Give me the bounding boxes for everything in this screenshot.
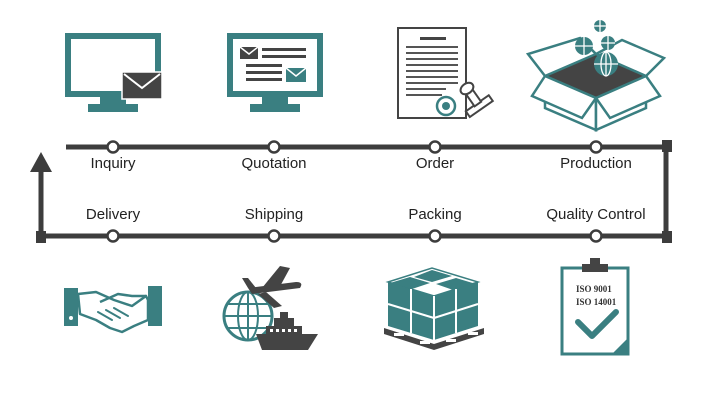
node-inquiry bbox=[106, 140, 120, 154]
label-shipping: Shipping bbox=[244, 206, 304, 223]
monitor-quote-icon bbox=[227, 33, 323, 112]
label-delivery: Delivery bbox=[85, 206, 141, 223]
handshake-icon bbox=[64, 286, 162, 334]
up-arrow-head bbox=[30, 152, 52, 172]
right-end-cap-bottom bbox=[662, 231, 672, 243]
node-quotation bbox=[267, 140, 281, 154]
right-end-cap-top bbox=[662, 140, 672, 152]
label-packing: Packing bbox=[408, 206, 462, 223]
node-shipping bbox=[267, 229, 281, 243]
label-production: Production bbox=[560, 155, 632, 172]
certification-line-1: ISO 9001 bbox=[576, 284, 612, 294]
contract-stamp-icon bbox=[397, 27, 495, 119]
label-inquiry: Inquiry bbox=[90, 155, 136, 172]
node-quality-control bbox=[589, 229, 603, 243]
node-order bbox=[428, 140, 442, 154]
node-delivery bbox=[106, 229, 120, 243]
stage-nodes bbox=[106, 140, 603, 243]
monitor-envelope-icon bbox=[65, 33, 163, 112]
open-box-globe-icon bbox=[525, 20, 667, 132]
certification-line-2: ISO 14001 bbox=[576, 297, 617, 307]
plane-ship-globe-icon bbox=[222, 266, 318, 350]
label-order: Order bbox=[415, 155, 455, 172]
flow-lines bbox=[30, 140, 672, 243]
label-quotation: Quotation bbox=[241, 155, 307, 172]
clipboard-check-icon: ISO 9001 ISO 14001 bbox=[560, 258, 630, 356]
node-packing bbox=[428, 229, 442, 243]
label-quality-control: Quality Control bbox=[546, 206, 646, 223]
pallet-boxes-icon bbox=[384, 267, 484, 350]
node-production bbox=[589, 140, 603, 154]
left-end-cap-bottom bbox=[36, 231, 46, 243]
